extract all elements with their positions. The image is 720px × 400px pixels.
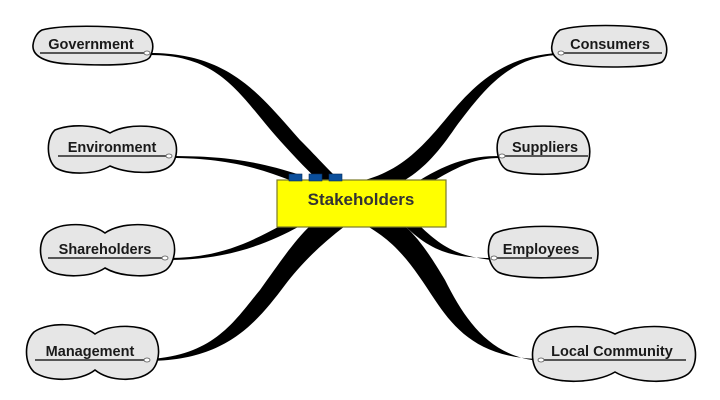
connector-dot — [490, 255, 498, 261]
cloud-shape — [25, 323, 160, 381]
connector-dot — [557, 50, 565, 56]
node-employees[interactable]: Employees — [487, 225, 599, 279]
node-label: Management — [46, 344, 135, 360]
node-label: Local Community — [551, 344, 673, 360]
marker-icon-1 — [288, 173, 303, 182]
connector-dot — [537, 357, 545, 363]
node-management[interactable]: Management — [25, 323, 160, 381]
cloud-shape — [550, 24, 668, 68]
branches — [150, 53, 560, 361]
node-label: Shareholders — [59, 242, 152, 258]
central-topic[interactable]: Stakeholders — [276, 173, 447, 228]
connector-dot — [165, 153, 173, 159]
node-local-community[interactable]: Local Community — [531, 325, 697, 383]
node-consumers[interactable]: Consumers — [550, 24, 668, 68]
marker-icon-2 — [308, 173, 323, 182]
connector-dot — [143, 50, 151, 56]
node-label: Consumers — [570, 37, 650, 53]
cloud-shape — [47, 125, 178, 174]
central-topic-box[interactable] — [276, 179, 447, 228]
branch-shareholders — [168, 226, 300, 260]
node-label: Environment — [68, 140, 157, 156]
connector-dot — [143, 357, 151, 363]
node-label: Employees — [503, 242, 580, 258]
central-topic-label: Stakeholders — [308, 190, 415, 209]
branch-government — [150, 53, 340, 180]
branch-suppliers — [420, 156, 500, 180]
cloud-shape — [32, 25, 154, 66]
node-label: Government — [48, 37, 134, 53]
node-label: Suppliers — [512, 140, 578, 156]
branch-consumers — [365, 53, 560, 180]
branch-local-community — [367, 226, 540, 361]
cloud-shape — [496, 125, 591, 176]
branch-management — [150, 226, 345, 361]
node-shareholders[interactable]: Shareholders — [39, 223, 176, 277]
branch-environment — [170, 156, 300, 181]
marker-icon-3 — [328, 173, 343, 182]
cloud-shape — [487, 225, 599, 279]
branch-employees — [405, 226, 492, 260]
cloud-shape — [531, 325, 697, 383]
topic-markers — [288, 173, 343, 182]
node-environment[interactable]: Environment — [47, 125, 178, 174]
connector-dot — [161, 255, 169, 261]
cloud-shape — [39, 223, 176, 277]
node-suppliers[interactable]: Suppliers — [496, 125, 591, 176]
node-government[interactable]: Government — [32, 25, 154, 66]
connector-dot — [498, 153, 506, 159]
